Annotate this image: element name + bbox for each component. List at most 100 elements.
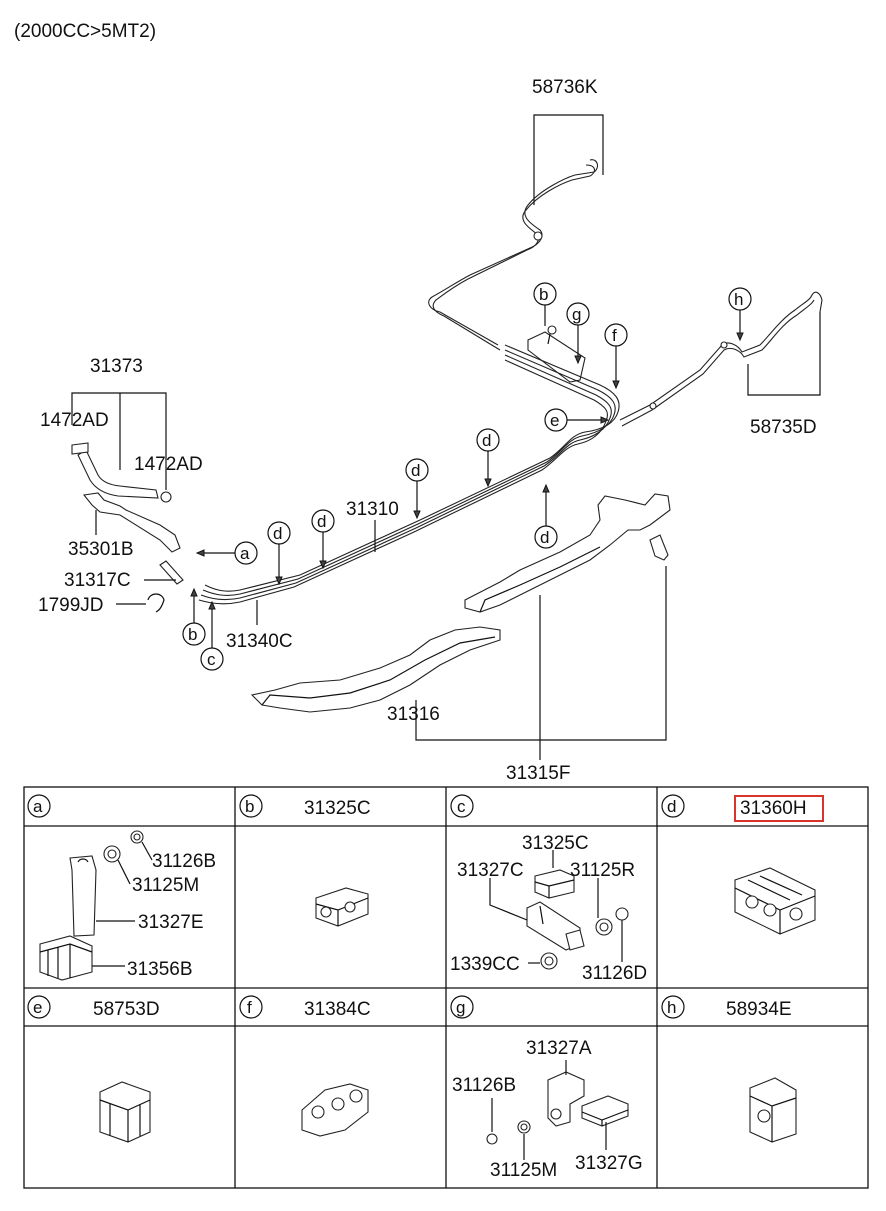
vent-tube-right-2: [621, 299, 815, 427]
cell-a-parts: 31126B 31125M 31327E 31356B: [39, 830, 216, 981]
hose-31373: [77, 449, 159, 499]
arrow-h-head: [736, 332, 744, 342]
callout-b-upper: b: [539, 285, 548, 304]
callout-a: a: [240, 544, 250, 563]
bracket-bg: [527, 331, 586, 383]
heat-shield-31315F-edge: [479, 546, 601, 613]
callouts-d: d d d d d: [267, 428, 558, 586]
callout-58735D: 58735D: [750, 417, 817, 438]
leader-58736K: [533, 114, 604, 205]
svg-text:58753D: 58753D: [93, 999, 160, 1020]
svg-text:d: d: [482, 431, 491, 450]
cell-c-parts: 31325C 31327C 31125R 1339CC 31126D: [450, 833, 647, 984]
leader-31316: [415, 566, 667, 741]
table-header-e: e 58753D: [27, 995, 160, 1020]
leader-58735D: [747, 312, 821, 396]
svg-text:a: a: [33, 797, 43, 816]
svg-text:d: d: [317, 512, 326, 531]
cell-g-parts: 31327A 31126B 31125M 31327G: [452, 1038, 643, 1181]
callout-31373: 31373: [90, 356, 143, 377]
callout-1472AD-b: 1472AD: [134, 454, 203, 475]
table-header-a: a: [27, 794, 51, 818]
callout-1799JD: 1799JD: [38, 595, 104, 616]
bolt-b: [547, 325, 557, 335]
a-part-31126B: 31126B: [152, 851, 216, 872]
callout-58736K: 58736K: [532, 77, 598, 98]
a-part-31356B: 31356B: [127, 959, 193, 980]
svg-text:h: h: [667, 998, 676, 1017]
clamp-1472AD-a: [71, 442, 89, 455]
main-fuel-lines: [198, 344, 620, 605]
table-header-f: f 31384C: [239, 995, 371, 1020]
c-part-1339CC: 1339CC: [450, 954, 520, 975]
callout-h: h: [734, 290, 743, 309]
a-part-31125M: 31125M: [132, 875, 199, 896]
filler-tube: [428, 159, 599, 346]
heat-shield-31316: [250, 626, 501, 713]
callout-b-lower: b: [188, 625, 197, 644]
cell-f-clip: [301, 1083, 369, 1137]
callout-31340C: 31340C: [226, 631, 293, 652]
part-31317C: [159, 560, 184, 585]
svg-text:31360H: 31360H: [740, 798, 807, 819]
clip-right-b: [720, 341, 728, 349]
callout-f: f: [612, 326, 617, 345]
g-part-31125M: 31125M: [490, 1160, 557, 1181]
heat-shield-31316-edge: [261, 636, 496, 706]
table-header-c: c: [450, 794, 474, 818]
clip-top: [533, 231, 543, 241]
parts-table: [23, 786, 869, 1189]
leader-31373: [71, 392, 167, 490]
cell-d-clip: [734, 867, 816, 935]
callout-c: c: [207, 650, 216, 669]
callout-31315F: 31315F: [506, 763, 570, 784]
svg-text:d: d: [540, 528, 549, 547]
callout-g: g: [572, 305, 581, 324]
table-header-h: h 58934E: [661, 995, 792, 1020]
arrow-b-lower-head: [190, 587, 198, 597]
callout-31317C: 31317C: [64, 570, 131, 591]
svg-text:e: e: [33, 998, 42, 1017]
g-part-31327A: 31327A: [526, 1038, 592, 1059]
callout-35301B: 35301B: [68, 539, 134, 560]
heat-shield-31315F: [464, 493, 671, 613]
arrow-c-head: [208, 600, 216, 610]
callout-1472AD-a: 1472AD: [40, 410, 109, 431]
cell-h-clip: [749, 1077, 797, 1143]
highlight-box: [734, 795, 824, 822]
svg-text:31325C: 31325C: [304, 798, 371, 819]
svg-text:d: d: [411, 461, 420, 480]
spec-label: (2000CC>5MT2): [14, 21, 156, 42]
table-header-g: g: [450, 995, 474, 1019]
vent-tube-right: [619, 291, 823, 421]
callout-e: e: [550, 411, 559, 430]
c-part-31325C: 31325C: [522, 833, 589, 854]
c-part-31327C: 31327C: [457, 860, 524, 881]
svg-text:d: d: [273, 524, 282, 543]
table-header-d: d 31360H: [661, 794, 824, 822]
callout-31310: 31310: [346, 499, 399, 520]
part-35301B: [82, 492, 181, 553]
arrow-a-head: [195, 549, 205, 557]
svg-text:b: b: [245, 797, 254, 816]
arrow-f-head: [612, 380, 620, 390]
svg-text:f: f: [247, 998, 252, 1017]
arrow-e-head: [600, 416, 610, 424]
svg-text:d: d: [667, 797, 676, 816]
part-1799JD: [147, 593, 165, 613]
bracket-31315F: [649, 534, 669, 561]
clip-right: [649, 402, 657, 410]
g-part-31327G: 31327G: [575, 1153, 643, 1174]
cell-b-clip: [315, 887, 369, 927]
a-part-31327E: 31327E: [138, 912, 204, 933]
table-header-b: b 31325C: [239, 794, 371, 819]
callout-31316: 31316: [387, 704, 440, 725]
bolt-b-stem: [547, 333, 551, 345]
svg-text:g: g: [456, 998, 465, 1017]
c-part-31126D: 31126D: [582, 963, 647, 984]
cell-e-clip: [99, 1081, 151, 1143]
c-part-31125R: 31125R: [570, 860, 635, 881]
svg-text:c: c: [457, 797, 466, 816]
g-part-31126B: 31126B: [452, 1075, 516, 1096]
